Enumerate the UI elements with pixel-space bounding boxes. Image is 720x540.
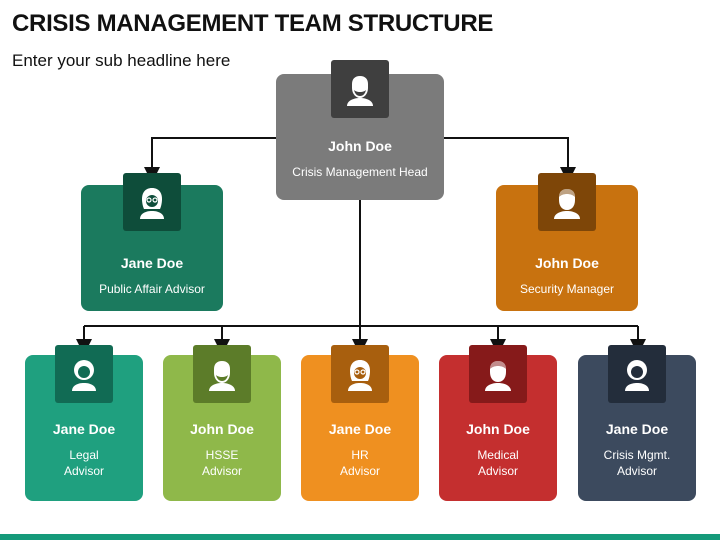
woman-glasses-icon bbox=[348, 360, 372, 391]
crisis-mgmt-name: Jane Doe bbox=[605, 421, 669, 437]
head-card: John Doe Crisis Management Head bbox=[276, 60, 444, 200]
legal-role-line1: Legal bbox=[69, 448, 99, 462]
medical-name: John Doe bbox=[466, 421, 530, 437]
head-name: John Doe bbox=[328, 138, 392, 154]
medical-icon-tab bbox=[469, 345, 527, 403]
public-affair-icon-tab bbox=[123, 173, 181, 231]
hr-name: Jane Doe bbox=[328, 421, 392, 437]
head-role: Crisis Management Head bbox=[292, 165, 428, 179]
crisis-mgmt-role-line2: Advisor bbox=[616, 464, 657, 478]
public-affair-role: Public Affair Advisor bbox=[99, 282, 205, 296]
legal-card: Jane Doe Legal Advisor bbox=[25, 345, 143, 501]
hsse-role-line2: Advisor bbox=[201, 464, 242, 478]
hsse-card: John Doe HSSE Advisor bbox=[163, 345, 281, 501]
man-icon bbox=[485, 361, 511, 391]
head-icon-tab bbox=[331, 60, 389, 118]
medical-role-line2: Advisor bbox=[477, 464, 518, 478]
public-affair-name: Jane Doe bbox=[120, 255, 184, 271]
hsse-icon-tab bbox=[193, 345, 251, 403]
medical-role-line1: Medical bbox=[477, 448, 519, 462]
hr-role-line1: HR bbox=[351, 448, 369, 462]
crisis-mgmt-card: Jane Doe Crisis Mgmt. Advisor bbox=[578, 345, 696, 501]
footer-accent-bar bbox=[0, 534, 720, 540]
man-beard-icon bbox=[347, 76, 373, 106]
connector-head-security bbox=[444, 137, 576, 183]
hsse-name: John Doe bbox=[190, 421, 254, 437]
hr-icon-tab bbox=[331, 345, 389, 403]
hsse-role-line1: HSSE bbox=[205, 448, 239, 462]
legal-name: Jane Doe bbox=[52, 421, 116, 437]
security-role: Security Manager bbox=[519, 282, 615, 296]
connector-head-public-affair bbox=[144, 137, 276, 183]
hr-role-line2: Advisor bbox=[339, 464, 380, 478]
security-name: John Doe bbox=[535, 255, 599, 271]
woman-curly-icon bbox=[72, 360, 96, 391]
page-subtitle: Enter your sub headline here bbox=[12, 51, 231, 70]
crisis-mgmt-icon-tab bbox=[608, 345, 666, 403]
crisis-mgmt-role-line1: Crisis Mgmt. bbox=[603, 448, 671, 462]
hr-card: Jane Doe HR Advisor bbox=[301, 345, 419, 501]
page-title: CRISIS MANAGEMENT TEAM STRUCTURE bbox=[12, 10, 494, 37]
man-beard-icon bbox=[209, 361, 235, 391]
public-affair-card: Jane Doe Public Affair Advisor bbox=[81, 173, 223, 311]
medical-card: John Doe Medical Advisor bbox=[439, 345, 557, 501]
legal-role-line2: Advisor bbox=[63, 464, 104, 478]
security-card: John Doe Security Manager bbox=[496, 173, 638, 311]
woman-glasses-icon bbox=[140, 188, 164, 219]
legal-icon-tab bbox=[55, 345, 113, 403]
man-icon bbox=[554, 189, 580, 219]
security-icon-tab bbox=[538, 173, 596, 231]
woman-curly-icon bbox=[625, 360, 649, 391]
